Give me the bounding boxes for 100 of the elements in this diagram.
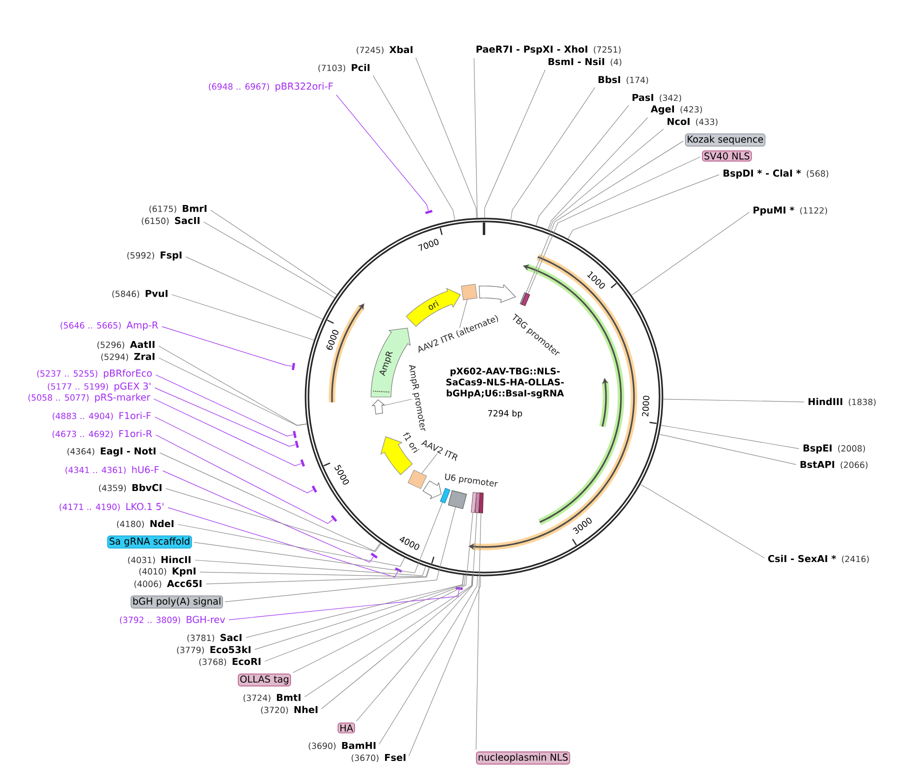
site-label: PasI (342) <box>632 94 682 102</box>
leader-line <box>158 346 308 426</box>
site-label: BspEI (2008) <box>804 444 865 454</box>
leader-line <box>484 69 546 218</box>
site-label: (6175) BmrI <box>149 204 206 213</box>
feature-block <box>461 284 478 300</box>
primer-mark <box>294 440 299 448</box>
primer-label: (5177 .. 5199) pGEX 3' <box>48 382 150 392</box>
primer-label: (5237 .. 5255) pBRforEco <box>37 369 152 379</box>
leader-line <box>206 568 430 584</box>
leader-line <box>372 75 456 220</box>
site-label: (5294) ZraI <box>101 352 154 361</box>
leader-line <box>160 452 380 552</box>
primer-mark <box>425 210 433 214</box>
primer-label: (5646 .. 5665) Amp-R <box>60 322 158 330</box>
site-label: NcoI (433) <box>668 118 718 126</box>
primer-label: (4341 .. 4361) hU6-F <box>66 466 159 474</box>
primer-mark <box>292 362 296 370</box>
site-label: BsmI - NsiI (4) <box>548 58 622 66</box>
site-label: (5992) FspI <box>127 252 182 260</box>
leader-line <box>356 512 478 722</box>
leader-line <box>422 453 438 474</box>
feature-shape <box>372 399 386 414</box>
feature-block <box>448 490 467 509</box>
leader-line <box>659 434 796 465</box>
site-label: (3720) NheI <box>261 706 318 714</box>
leader-line <box>415 57 477 218</box>
site-label: (7245) XbaI <box>356 46 412 54</box>
leader-line <box>254 574 464 650</box>
primer-label: (4673 .. 4692) F1ori-R <box>52 430 152 438</box>
site-label: (5296) AatII <box>97 340 154 349</box>
site-label: BspDI * - ClaI * (568) <box>724 169 828 179</box>
leader-line <box>200 567 430 578</box>
site-label: BstAPI (2066) <box>800 460 868 469</box>
site-label: AgeI (423) <box>650 106 702 114</box>
sequence-length: 7294 bp <box>488 410 522 418</box>
leader-line <box>168 507 398 578</box>
leader-line <box>154 388 296 447</box>
leader-line <box>194 502 443 574</box>
leader-line <box>203 222 335 298</box>
site-label: (5846) PvuI <box>112 290 168 298</box>
leader-line <box>172 294 314 340</box>
site-label: (3779) Eco53kI <box>177 646 250 654</box>
feature-block <box>440 488 450 504</box>
leader-line <box>474 58 478 218</box>
leader-line <box>156 374 294 436</box>
leader-line <box>246 574 464 638</box>
plasmid-ring <box>304 218 664 576</box>
primer-mark <box>456 586 463 590</box>
tick-label: 4000 <box>400 536 420 550</box>
site-label: (6150) SacII <box>142 216 200 226</box>
tick-label: 6000 <box>326 330 338 350</box>
leader-line <box>382 398 412 406</box>
primer-label: (5058 .. 5077) pRS-marker <box>28 393 150 403</box>
leader-line <box>526 140 684 294</box>
feature-label: AAV2 ITR <box>421 440 458 461</box>
feature-label: OLLAS tag <box>238 674 291 686</box>
leader-line <box>660 425 800 449</box>
primer-label: (6948 .. 6967) pBR322ori-F <box>208 82 333 92</box>
site-label: (4010) KpnI <box>139 568 196 576</box>
leader-line <box>304 576 472 698</box>
leader-line <box>166 488 382 552</box>
site-label: (3781) SacI <box>187 634 242 642</box>
plasmid-name: pX602-AAV-TBG::NLS-SaCas9-NLS-HA-OLLAS-bGHpA;U6::BsaI-sgRNA <box>446 368 564 398</box>
primer-mark <box>312 485 318 493</box>
leader-line <box>158 358 308 426</box>
feature-block <box>521 292 530 306</box>
leader-line <box>186 256 323 320</box>
leader-line <box>162 326 292 367</box>
primer-mark <box>394 567 402 573</box>
site-label: (3690) BamHI <box>308 742 376 750</box>
primer-mark <box>330 514 338 522</box>
leader-line <box>154 398 302 466</box>
primer-mark <box>292 430 297 438</box>
feature-label: f1 ori <box>403 432 420 453</box>
site-label: (4359) BbvCI <box>99 484 162 492</box>
leader-line <box>162 470 374 563</box>
leader-line <box>528 156 700 294</box>
site-label: (3724) BmtI <box>244 694 300 702</box>
primer-label: (4883 .. 4904) F1ori-F <box>52 412 151 420</box>
primer-label: (4171 .. 4190) LKO.1 5' <box>60 502 164 512</box>
leader-line <box>568 174 720 239</box>
site-label: (3768) EcoRI <box>199 658 260 666</box>
leader-line <box>194 560 426 576</box>
leader-line <box>264 575 466 662</box>
primer-mark <box>370 552 378 559</box>
primer-mark <box>300 459 305 467</box>
feature-block <box>478 492 484 514</box>
leader-line <box>408 576 481 756</box>
leader-line <box>336 94 429 211</box>
tick-label: 7000 <box>418 238 439 251</box>
site-label: (3670) FseI <box>352 754 406 762</box>
site-label: (4364) EagI - NotI <box>67 448 156 456</box>
tick-label: 2000 <box>642 396 650 416</box>
leader-line <box>155 434 334 524</box>
site-label: (4180) NdeI <box>117 520 174 528</box>
leader-line <box>178 524 405 567</box>
feature-label: Sa gRNA scaffold <box>107 536 192 548</box>
feature-block <box>474 492 480 514</box>
site-label: PaeR7I - PspXI - XhoI (7251) <box>476 45 621 55</box>
